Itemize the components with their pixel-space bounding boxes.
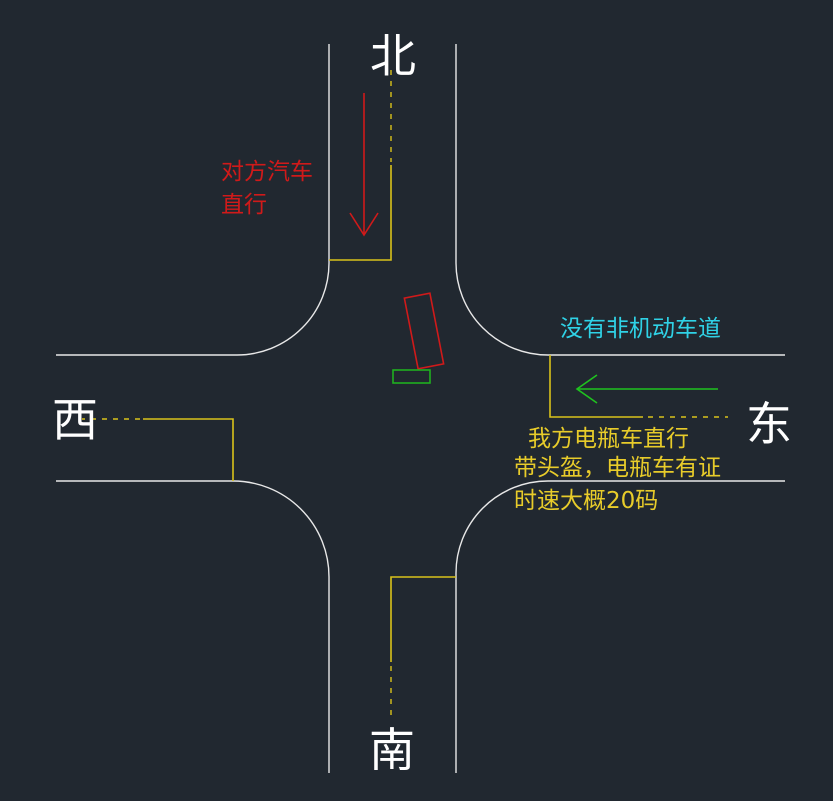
car-note-line-1: 对方汽车 xyxy=(221,159,313,185)
ebike-rectangle xyxy=(392,369,431,384)
east-label: 东 xyxy=(746,397,792,451)
car-note-line-2: 直行 xyxy=(221,192,267,218)
car-rectangle xyxy=(403,292,445,370)
northeast-corner-curve xyxy=(455,262,549,356)
ebike-note-line-1: 我方电瓶车直行 xyxy=(528,426,689,452)
car-direction-arrow xyxy=(349,93,379,237)
no-bike-lane-note: 没有非机动车道 xyxy=(560,316,721,342)
southeast-corner-curve xyxy=(455,480,785,574)
north-stop-line xyxy=(329,165,392,261)
southwest-corner-curve xyxy=(232,480,330,578)
west-label: 西 xyxy=(52,393,98,447)
northwest-corner-curve xyxy=(236,262,330,356)
north-label: 北 xyxy=(370,29,416,83)
ebike-direction-arrow xyxy=(575,374,718,404)
ebike-note-line-3: 时速大概20码 xyxy=(514,488,658,514)
ebike-note-line-2: 带头盔，电瓶车有证 xyxy=(514,455,721,481)
east-stop-line xyxy=(549,355,643,418)
west-stop-line xyxy=(143,418,234,481)
south-stop-line xyxy=(390,576,456,662)
south-label: 南 xyxy=(369,723,415,777)
